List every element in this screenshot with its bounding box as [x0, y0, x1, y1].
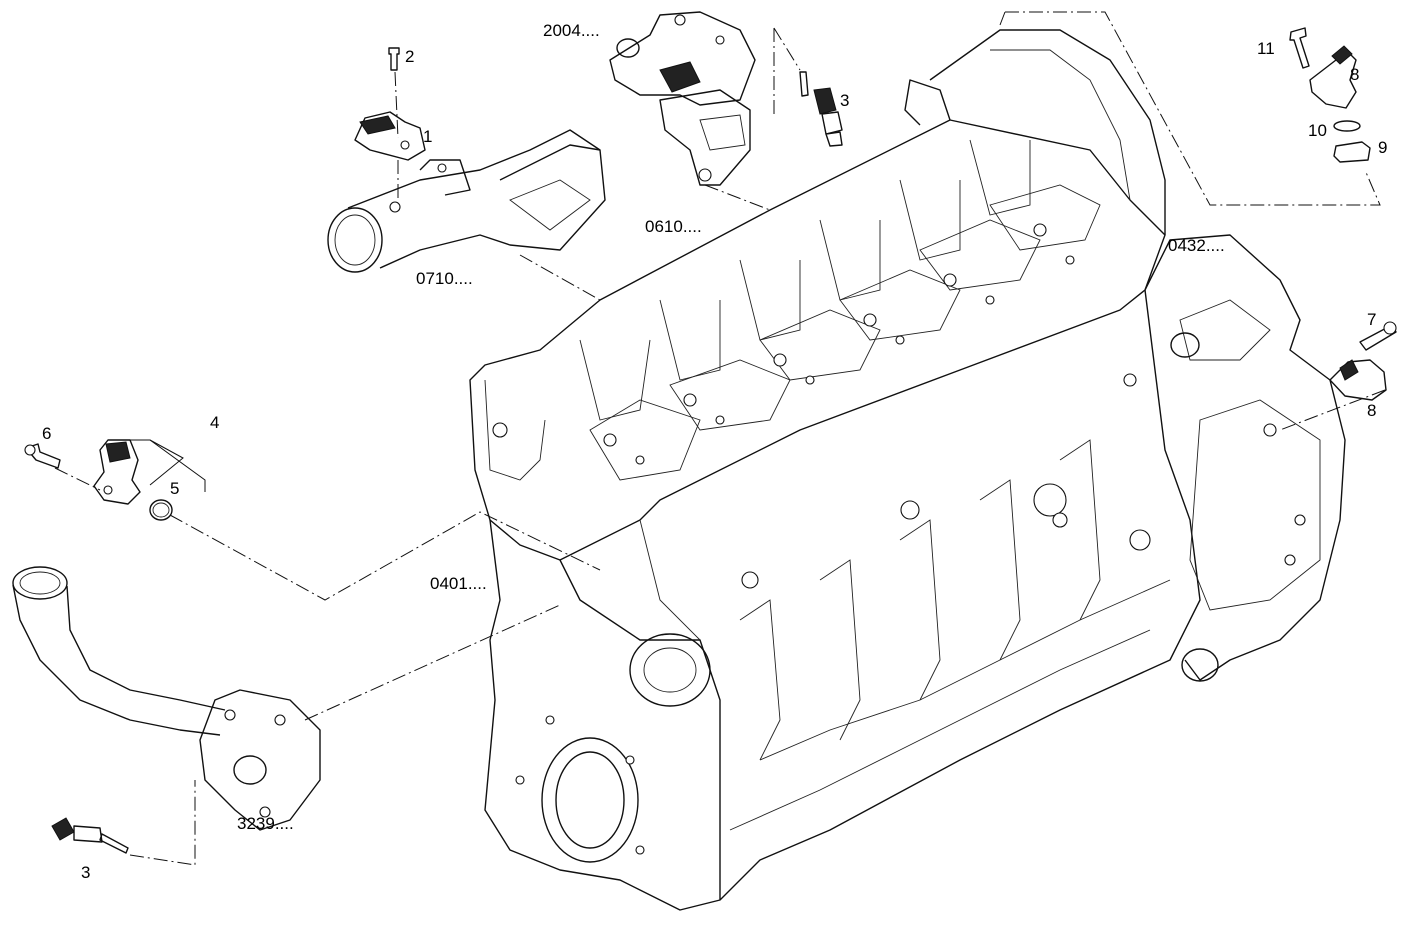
- intake-manifold-0710: [327, 129, 606, 273]
- label-3-top: 3: [840, 91, 849, 110]
- sensor-group-left: [24, 439, 173, 521]
- label-6: 6: [42, 424, 51, 443]
- engine-block: [469, 29, 1346, 911]
- label-8-top: 8: [1350, 65, 1359, 84]
- label-8-right: 8: [1367, 401, 1376, 420]
- coolant-pipe-3239: [12, 566, 321, 831]
- label-1: 1: [423, 127, 432, 146]
- label-2: 2: [405, 47, 414, 66]
- temperature-sensor-3-top: [799, 71, 843, 147]
- temperature-sensor-3-bottom: [51, 817, 129, 854]
- label-7: 7: [1367, 310, 1376, 329]
- screw-2: [388, 47, 400, 71]
- bracket-0610: [659, 89, 751, 186]
- label-3239: 3239....: [237, 814, 294, 833]
- label-2004: 2004....: [543, 21, 600, 40]
- thermostat-housing-2004: [609, 11, 756, 106]
- leader-lines: [54, 11, 1386, 866]
- label-10: 10: [1308, 121, 1327, 140]
- speed-sensor-group-right: [1329, 321, 1397, 401]
- label-0610: 0610....: [645, 217, 702, 236]
- label-0432: 0432....: [1168, 236, 1225, 255]
- label-3-bottom: 3: [81, 863, 90, 882]
- label-0710: 0710....: [416, 269, 473, 288]
- label-9: 9: [1378, 138, 1387, 157]
- label-0401: 0401....: [430, 574, 487, 593]
- part-labels: 2004.... 0610.... 0710.... 0432.... 0401…: [42, 21, 1387, 882]
- pressure-sensor-1: [354, 111, 426, 161]
- label-4: 4: [210, 413, 219, 432]
- label-11: 11: [1257, 39, 1275, 58]
- speed-sensor-group-top-right: [1289, 27, 1371, 163]
- label-5: 5: [170, 479, 179, 498]
